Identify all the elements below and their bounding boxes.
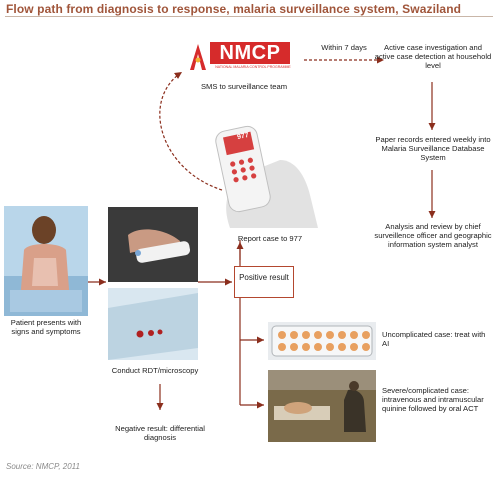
hospital-illustration: [268, 370, 376, 442]
nmcp-logo: NMCP NATIONAL MALARIA CONTROL PROGRAMME: [186, 42, 304, 76]
nmcp-logo-subtext: NATIONAL MALARIA CONTROL PROGRAMME: [215, 65, 291, 69]
hand-phone-graphic: [215, 125, 318, 228]
rdt-illustration: [108, 207, 198, 282]
nmcp-logo-icon: [190, 44, 206, 70]
label-report-case: Report case to 977: [237, 234, 303, 243]
title-rule: [5, 16, 493, 17]
patient-image: [4, 206, 88, 316]
label-uncomplicated-case: Uncomplicated case: treat with AI: [382, 330, 486, 348]
source-note: Source: NMCP, 2011: [6, 462, 80, 471]
arrow-report-to-sms: [159, 71, 223, 191]
label-conduct-rdt: Conduct RDT/microscopy: [111, 366, 199, 375]
pill-illustration: [271, 325, 373, 357]
phone-in-hand-image: 977: [200, 120, 320, 228]
hospital-image: [268, 370, 376, 442]
label-patient-presents: Patient presents with signs and symptoms: [10, 318, 82, 336]
rdt-image: [108, 207, 198, 282]
positive-result-box: Positive result: [234, 266, 294, 298]
microscope-slide-image: [108, 288, 198, 360]
positive-result-label: Positive result: [239, 273, 289, 282]
label-severe-case: Severe/complicated case: intravenous and…: [382, 386, 484, 413]
label-sms: SMS to surveillance team: [200, 82, 288, 91]
slide-illustration: [108, 288, 198, 360]
figure-title: Flow path from diagnosis to response, ma…: [6, 2, 462, 16]
label-paper-records: Paper records entered weekly into Malari…: [375, 135, 491, 162]
nmcp-logo-text: NMCP: [210, 42, 290, 64]
patient-illustration: [4, 216, 88, 316]
label-analysis-review: Analysis and review by chief surveillenc…: [374, 222, 492, 249]
label-negative-result: Negative result: differential diagnosis: [115, 424, 205, 442]
label-active-investigation: Active case investigation and active cas…: [374, 43, 492, 70]
label-within-7-days: Within 7 days: [321, 43, 367, 52]
pill-blister-image: [268, 322, 376, 360]
